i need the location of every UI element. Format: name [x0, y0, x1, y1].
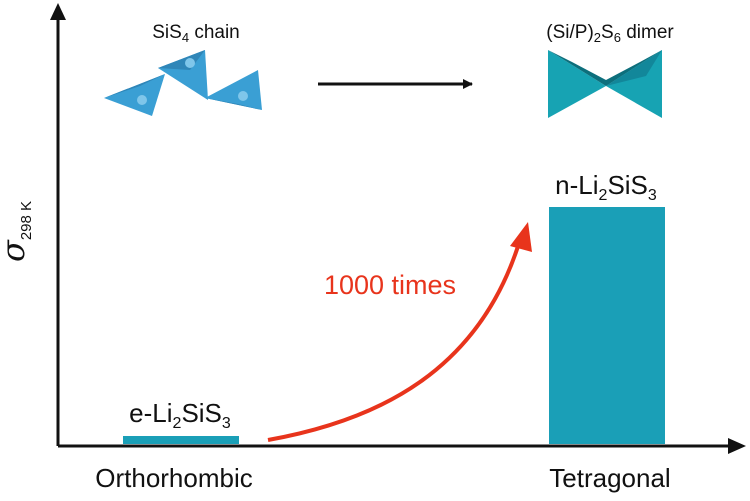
- y-axis-arrowhead: [50, 3, 66, 20]
- bar-tetragonal: [549, 207, 665, 444]
- increase-arrow: [267, 239, 522, 442]
- category-label-orthorhombic: Orthorhombic: [95, 463, 253, 493]
- y-axis-symbol: σ: [0, 239, 32, 262]
- dimer-icon: [548, 50, 662, 118]
- y-axis-label: σ298 K: [0, 201, 35, 262]
- increase-arrowhead: [510, 222, 532, 252]
- y-axis-subscript: 298 K: [18, 201, 35, 240]
- annotation-label: 1000 times: [324, 270, 456, 300]
- sis4-chain-icon: [104, 50, 262, 116]
- bar-label-orthorhombic: e-Li2SiS3: [129, 398, 231, 432]
- structure-label-chain: SiS4 chain: [152, 22, 240, 45]
- bar-orthorhombic: [123, 436, 239, 444]
- category-label-tetragonal: Tetragonal: [549, 463, 670, 493]
- x-axis-arrowhead: [728, 438, 746, 454]
- bar-label-tetragonal: n-Li2SiS3: [555, 170, 657, 204]
- structure-label-dimer: (Si/P)2S6 dimer: [546, 22, 674, 45]
